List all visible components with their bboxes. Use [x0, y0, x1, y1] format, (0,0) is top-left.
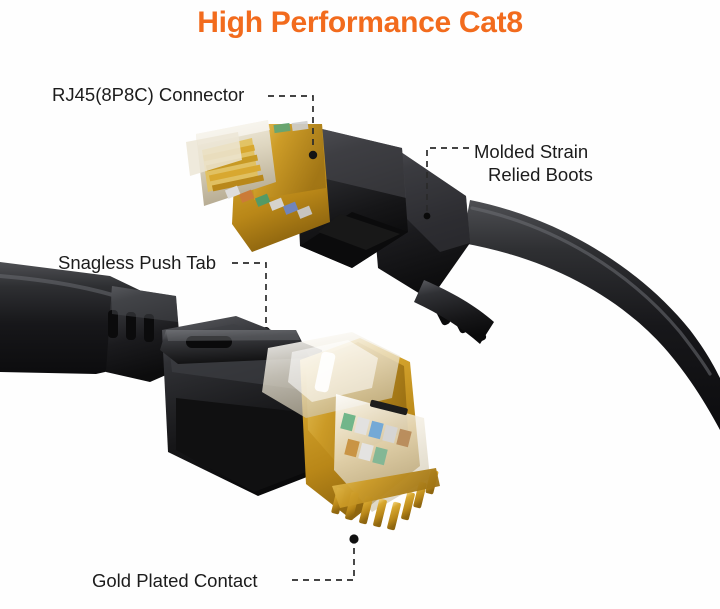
callout-label-snagless-push-tab: Snagless Push Tab: [58, 252, 217, 273]
page-title: High Performance Cat8: [197, 6, 523, 39]
callout-line-1: Molded Strain: [474, 141, 589, 162]
lower-connector-gold-contacts: [331, 468, 440, 544]
callout-label-gold-plated-contact: Gold Plated Contact: [92, 570, 258, 591]
leader-boots: [426, 147, 469, 211]
upper-connector-contact-pins: [186, 120, 313, 219]
lower-strain-relief-boot: [106, 286, 270, 382]
leader-snagless: [232, 262, 267, 326]
callout-label-molded-strain-relief-boots: Molded Strain Relied Boots: [474, 141, 593, 186]
upper-cable-body: [462, 200, 720, 430]
upper-connector-housing: [296, 128, 408, 268]
callout-label-rj45-connector: RJ45(8P8C) Connector: [52, 84, 245, 105]
callout-line-2: Relied Boots: [488, 163, 593, 185]
leader-gold: [292, 544, 355, 581]
leader-rj45: [268, 95, 314, 150]
